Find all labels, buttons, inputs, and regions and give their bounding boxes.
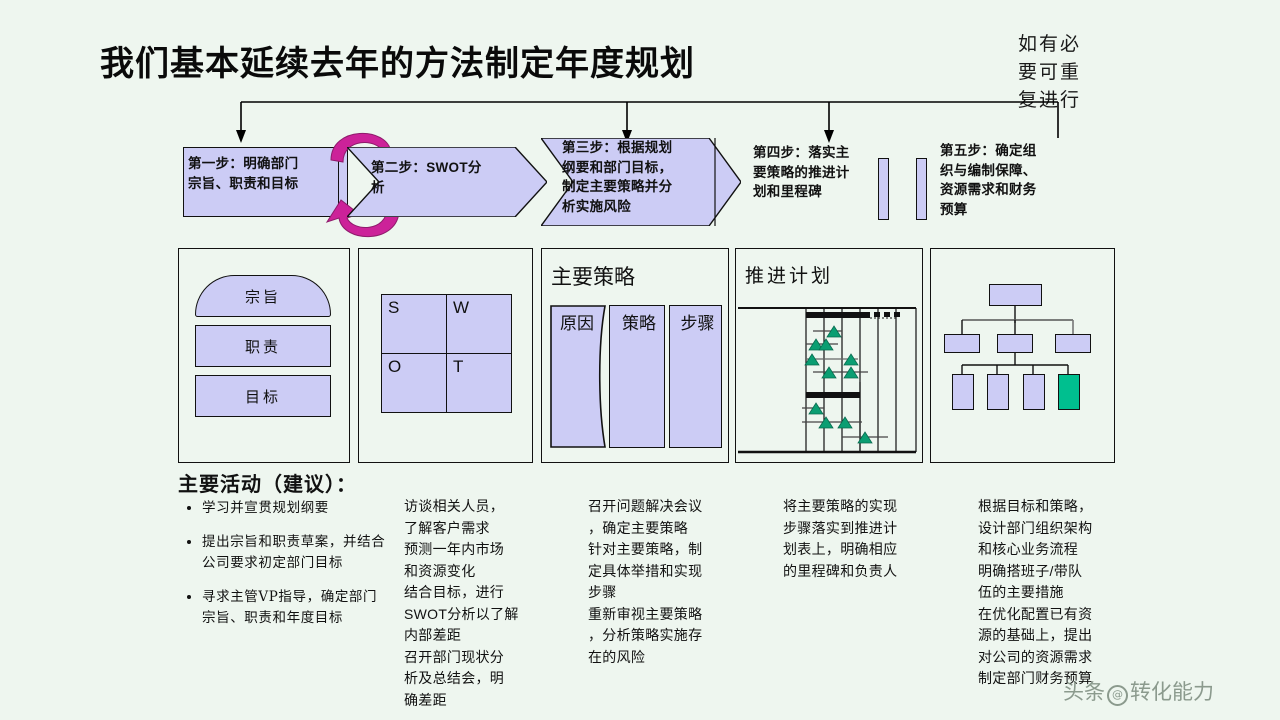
- swot-label-o: O: [388, 357, 402, 376]
- flow-connectors: [236, 101, 1059, 143]
- swot-cell-o: O: [381, 353, 447, 413]
- mission-box: 宗旨: [195, 275, 331, 317]
- list-item: 寻求主管VP指导，确定部门宗旨、职责和年度目标: [202, 587, 386, 629]
- org-node-leaf-1: [952, 374, 974, 410]
- step-1-shape[interactable]: [183, 147, 348, 217]
- panel-swot: S W O T: [358, 248, 533, 463]
- step-1-divider: [338, 147, 340, 217]
- panel-strategy: 主要策略 原因 策略 步骤: [541, 248, 729, 463]
- step-3-shape[interactable]: [541, 138, 741, 226]
- org-node-root: [989, 284, 1042, 306]
- org-node-leaf-3: [1023, 374, 1045, 410]
- swot-cell-s: S: [381, 294, 447, 354]
- gantt-heading: 推进计划: [745, 265, 834, 287]
- mission-label: 宗旨: [244, 287, 281, 306]
- strategy-col-1-shape: [550, 305, 606, 448]
- step-1-label: 第一步：明确部门 宗旨、职责和目标: [188, 156, 299, 192]
- goal-box: 目标: [195, 375, 331, 417]
- activities-column-3: 召开问题解决会议 ，确定主要策略 针对主要策略，制 定具体举措和实现 步骤 重新…: [588, 498, 703, 665]
- org-node-mid-3: [1055, 334, 1091, 353]
- watermark-prefix: 头条: [1063, 680, 1105, 704]
- org-node-leaf-2: [987, 374, 1009, 410]
- panel-gantt: 推进计划: [735, 248, 923, 463]
- list-item: 提出宗旨和职责草案，并结合公司要求初定部门目标: [202, 532, 386, 574]
- org-node-leaf-4-highlighted: [1058, 374, 1080, 410]
- strategy-col-1-label: 原因: [560, 314, 594, 333]
- page-title: 我们基本延续去年的方法制定年度规划: [100, 44, 695, 84]
- watermark: 头条@转化能力: [1063, 676, 1214, 706]
- panel-org: [930, 248, 1115, 463]
- step-5-divider: [916, 158, 927, 220]
- gantt-chart: [738, 307, 917, 454]
- step-5-label: 第五步：确定组 织与编制保障、 资源需求和财务 预算: [940, 143, 1037, 218]
- activities-column-2: 访谈相关人员， 了解客户需求 预测一年内市场 和资源变化 结合目标，进行 SWO…: [404, 498, 519, 708]
- strategy-col-3-shape: 步骤: [669, 305, 722, 448]
- strategy-col-2-label: 策略: [622, 314, 656, 333]
- swot-cell-w: W: [446, 294, 512, 354]
- step-3-label: 第三步：根据规划 纲要和部门目标， 制定主要策略并分 析实施风险: [562, 140, 673, 215]
- org-chart-connectors: [961, 306, 1074, 376]
- step-4-label: 第四步：落实主 要策略的推进计 划和里程碑: [753, 145, 850, 200]
- panel-mission: 宗旨 职责 目标: [178, 248, 350, 463]
- org-node-mid-1: [944, 334, 980, 353]
- duty-label: 职责: [244, 337, 281, 356]
- at-icon: @: [1107, 685, 1128, 706]
- activities-column-5: 根据目标和策略， 设计部门组织架构 和核心业务流程 明确搭班子/带队 伍的主要措…: [978, 498, 1093, 686]
- strategy-col-3-label: 步骤: [680, 314, 715, 333]
- strategy-col-2-shape: 策略: [609, 305, 665, 448]
- swot-label-w: W: [453, 298, 470, 317]
- swot-label-t: T: [453, 357, 464, 376]
- step-2-shape[interactable]: [347, 147, 547, 217]
- swot-label-s: S: [388, 298, 400, 317]
- activities-heading: 主要活动（建议）：: [178, 472, 357, 496]
- list-item: 学习并宣贯规划纲要: [202, 498, 386, 519]
- watermark-handle: 转化能力: [1130, 680, 1214, 704]
- repeat-note: 如有必要可重复进行: [1018, 33, 1082, 111]
- strategy-heading: 主要策略: [551, 265, 635, 289]
- activities-column-4: 将主要策略的实现 步骤落实到推进计 划表上，明确相应 的里程碑和负责人: [783, 498, 898, 579]
- goal-label: 目标: [244, 387, 281, 406]
- duty-box: 职责: [195, 325, 331, 367]
- swot-cell-t: T: [446, 353, 512, 413]
- org-node-mid-2: [997, 334, 1033, 353]
- step-4-divider: [878, 158, 889, 220]
- step-2-label: 第二步：SWOT分 析: [371, 160, 482, 195]
- activities-bullet-list: 学习并宣贯规划纲要 提出宗旨和职责草案，并结合公司要求初定部门目标 寻求主管VP…: [186, 498, 386, 642]
